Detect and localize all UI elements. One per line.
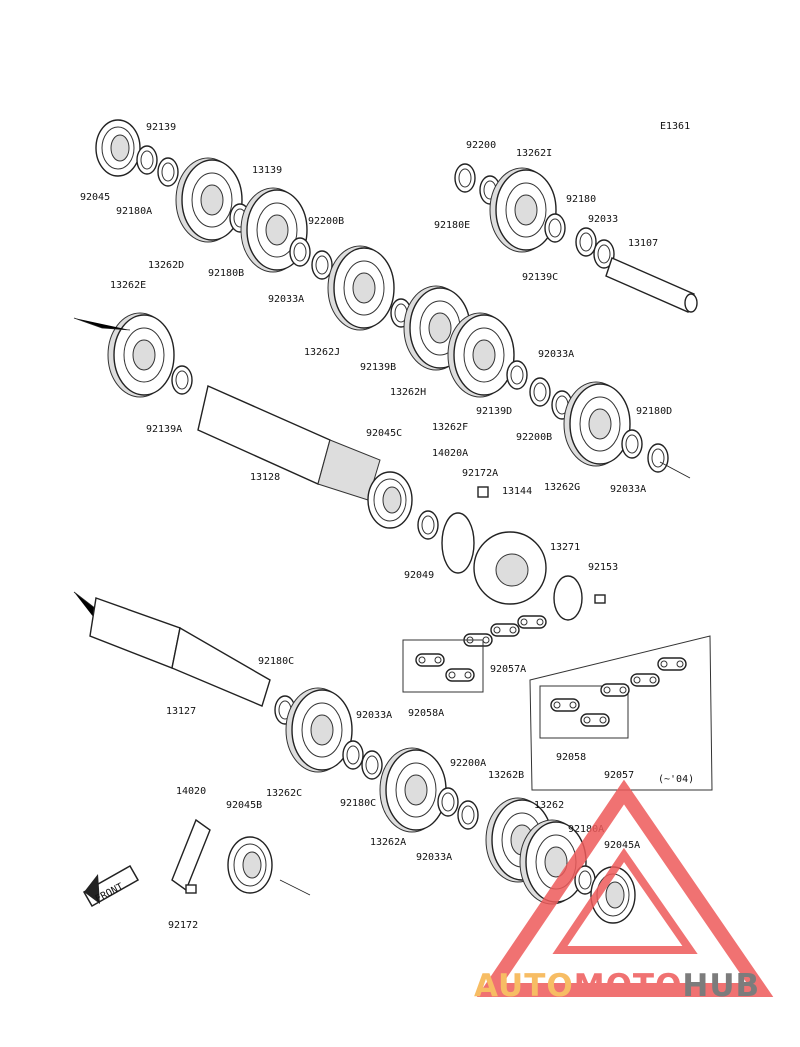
part-label: 13262D [148, 260, 184, 271]
part-label: 13262F [432, 422, 468, 433]
part-label: 92045 [80, 192, 110, 203]
part-label: 13262H [390, 387, 426, 398]
part-label: 13271 [550, 542, 580, 553]
part-label: 92049 [404, 570, 434, 581]
part-label: 92139 [146, 122, 176, 133]
part-label: 92180D [636, 406, 672, 417]
part-label: 92033A [610, 484, 646, 495]
part-label: 13262G [544, 482, 580, 493]
part-label: 92033A [416, 852, 452, 863]
part-label: 92033A [268, 294, 304, 305]
svg-text:AUTOMOTOHUB: AUTOMOTOHUB [474, 968, 760, 1004]
watermark-moto: MOTO [574, 968, 683, 1004]
part-label: 92139D [476, 406, 512, 417]
part-labels: 92139 92045 92180A 13262D 92180B 13139 9… [80, 122, 672, 931]
part-label: 13262J [304, 347, 340, 358]
part-label: 92045B [226, 800, 262, 811]
part-label: 92033A [356, 710, 392, 721]
lower-shaft-13127 [73, 591, 636, 924]
output-shaft-upper-right [454, 163, 698, 313]
part-label: 92200B [516, 432, 552, 443]
model-note: (~'04) [658, 774, 694, 785]
part-label: 92139B [360, 362, 396, 373]
part-label: 92180C [258, 656, 294, 667]
part-label: 92045C [366, 428, 402, 439]
part-label: 13139 [252, 165, 282, 176]
part-label: 92057A [490, 664, 526, 675]
part-label: 92058 [556, 752, 586, 763]
part-label: 92180C [340, 798, 376, 809]
part-label: 92172A [462, 468, 498, 479]
part-label: 92200B [308, 216, 344, 227]
part-label: 92045A [604, 840, 640, 851]
part-label: 13144 [502, 486, 532, 497]
part-label: 14020A [432, 448, 468, 459]
part-label: 14020 [176, 786, 206, 797]
part-label: 13262C [266, 788, 302, 799]
part-label: 13262I [516, 148, 552, 159]
diagram-code: E1361 [660, 121, 690, 132]
part-label: 92139A [146, 424, 182, 435]
watermark-logo: AUTOMOTOHUB [474, 779, 774, 1004]
part-label: 92200A [450, 758, 486, 769]
part-label: 13127 [166, 706, 196, 717]
main-shaft-13128 [73, 312, 691, 501]
watermark-hub: HUB [682, 968, 760, 1004]
part-label: 92180 [566, 194, 596, 205]
part-label: 92058A [408, 708, 444, 719]
sprocket-assembly [367, 471, 606, 621]
part-label: 13262E [110, 280, 146, 291]
part-label: 92172 [168, 920, 198, 931]
front-arrow: FRONT [82, 864, 140, 908]
part-label: 92033A [538, 349, 574, 360]
part-label: 92200 [466, 140, 496, 151]
part-label: 13128 [250, 472, 280, 483]
part-label: 13262 [534, 800, 564, 811]
part-label: 92180A [116, 206, 152, 217]
part-label: 92180E [434, 220, 470, 231]
part-label: 13262B [488, 770, 524, 781]
part-label: 92153 [588, 562, 618, 573]
part-label: 92180A [568, 824, 604, 835]
drive-chain [402, 615, 713, 791]
part-label: 92033 [588, 214, 618, 225]
part-label: 92180B [208, 268, 244, 279]
part-label: 92139C [522, 272, 558, 283]
watermark-auto: AUTO [474, 968, 574, 1004]
upper-gear-cluster [95, 119, 669, 473]
part-label: 92057 [604, 770, 634, 781]
lower-left-parts [171, 818, 311, 896]
part-label: 13262A [370, 837, 406, 848]
part-label: 13107 [628, 238, 658, 249]
